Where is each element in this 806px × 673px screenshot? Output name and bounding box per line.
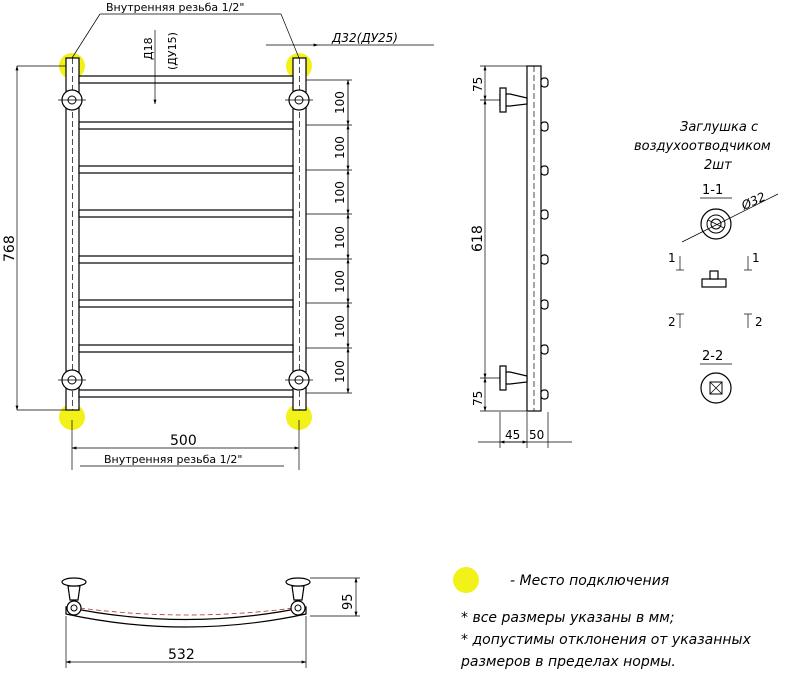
side-top-offset: 75 — [471, 77, 485, 92]
rung — [78, 299, 294, 308]
plug-detail: Заглушка с воздухоотводчиком 2шт 1-1 Ø32… — [634, 120, 779, 404]
pitch-label: 100 — [333, 91, 347, 114]
mount-bracket-icon — [58, 89, 313, 391]
thread-label-top: Внутренняя резьба 1/2" — [106, 1, 244, 14]
cut-2-left: 2 — [668, 315, 676, 329]
legend-connection-label: - Место подключения — [510, 573, 669, 589]
width-dimension: 500 — [170, 433, 197, 449]
pitch-label: 100 — [333, 136, 347, 159]
pitch-label: 100 — [333, 270, 347, 293]
rung — [78, 165, 294, 174]
top-width-dimension: 532 — [168, 647, 195, 663]
rung — [78, 389, 294, 398]
note-tolerance-2: размеров в пределах нормы. — [460, 654, 676, 670]
side-view: 75 618 75 45 50 — [470, 65, 572, 448]
legend-connection-dot — [453, 567, 479, 593]
rung — [78, 209, 294, 218]
section-1-label: 1-1 — [702, 183, 723, 198]
side-center-distance: 618 — [470, 225, 486, 252]
inner-du-label: (ДУ15) — [166, 32, 179, 70]
side-depth-a: 45 — [505, 428, 520, 442]
note-tolerance-1: * допустимы отклонения от указанных — [461, 632, 752, 648]
cut-1-right: 1 — [752, 251, 760, 265]
side-rung-stubs — [540, 77, 549, 400]
inner-diameter-label: Д18 — [142, 37, 155, 60]
legend: - Место подключения * все размеры указан… — [453, 567, 752, 670]
plug-side-icon — [701, 270, 727, 288]
rungs — [78, 75, 294, 398]
section-2-label: 2-2 — [702, 349, 723, 364]
wall-bracket-icon — [499, 87, 528, 391]
thread-label-bottom: Внутренняя резьба 1/2" — [104, 453, 242, 466]
pitch-label: 100 — [333, 315, 347, 338]
front-view: Внутренняя резьба 1/2" Д18 (ДУ15) Д32(ДУ… — [2, 1, 434, 470]
height-dimension: 768 — [2, 235, 18, 262]
side-bottom-offset: 75 — [471, 391, 485, 406]
plug-title-line3: 2шт — [704, 158, 732, 173]
side-depth-b: 50 — [529, 428, 544, 442]
pitch-label: 100 — [333, 360, 347, 383]
top-view: 95 532 — [61, 577, 360, 668]
top-bracket-icon — [61, 577, 311, 616]
rung — [78, 75, 294, 84]
plug-title-line2: воздухоотводчиком — [634, 139, 771, 154]
top-view-body — [65, 606, 307, 628]
top-depth-dimension: 95 — [341, 593, 356, 610]
pitch-label: 100 — [333, 226, 347, 249]
cut-2-right: 2 — [755, 315, 763, 329]
plug-title-line1: Заглушка с — [680, 120, 758, 135]
outer-diameter-label: Д32(ДУ25) — [331, 31, 398, 45]
rung — [78, 344, 294, 353]
rung — [78, 121, 294, 130]
cut-1-left: 1 — [668, 251, 676, 265]
plug-diameter-label: Ø32 — [738, 190, 767, 214]
note-units: * все размеры указаны в мм; — [461, 610, 674, 626]
rung — [78, 255, 294, 264]
pitch-label: 100 — [333, 181, 347, 204]
pitch-dimensions: 100 100 100 100 100 100 100 — [306, 79, 352, 394]
